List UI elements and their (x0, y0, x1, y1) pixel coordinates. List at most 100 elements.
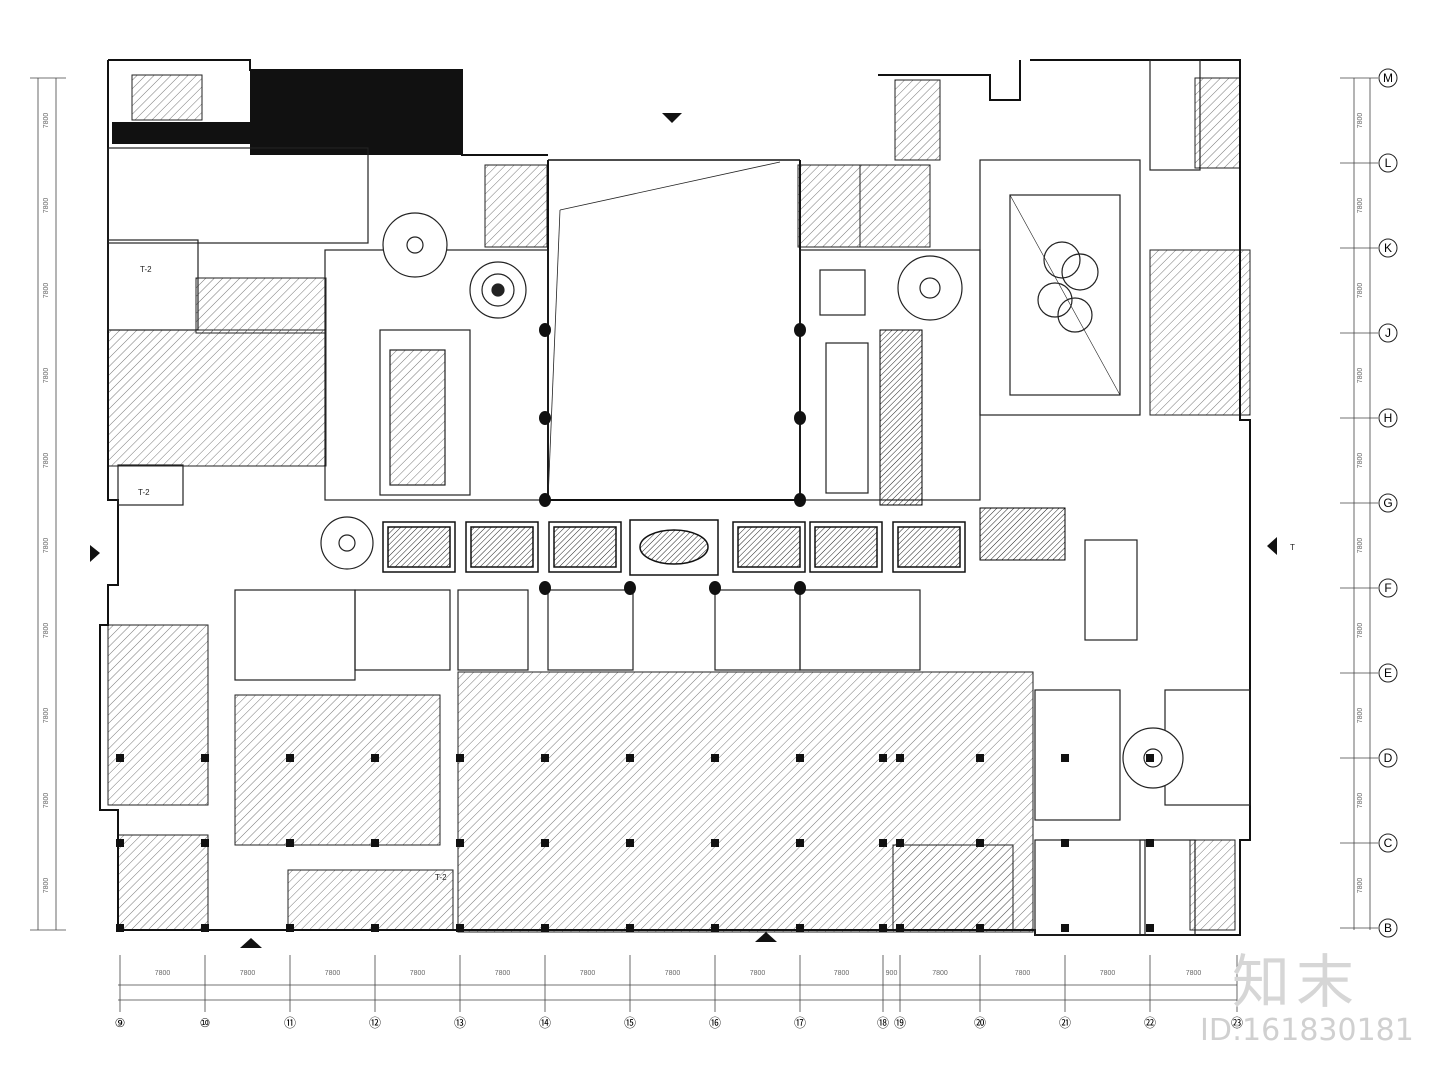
square-column (626, 839, 634, 847)
row-axis-label: M (1383, 71, 1393, 85)
dimension-label: 7800 (1357, 878, 1364, 894)
dimension-label: 7800 (1357, 368, 1364, 384)
square-column (879, 839, 887, 847)
square-column (1061, 924, 1069, 932)
square-column (116, 924, 124, 932)
square-column (711, 924, 719, 932)
round-column (794, 323, 806, 337)
square-column (541, 839, 549, 847)
square-column (371, 839, 379, 847)
dimension-label: 7800 (43, 283, 50, 299)
round-column (794, 493, 806, 507)
corridor-panels (382, 519, 966, 576)
dimension-label: 7800 (580, 970, 596, 977)
round-column (624, 581, 636, 595)
dimension-label: 7800 (1186, 970, 1202, 977)
square-column (541, 754, 549, 762)
row-axis-label: E (1384, 666, 1392, 680)
square-column (201, 839, 209, 847)
dimension-label: 7800 (410, 970, 426, 977)
column-axis-label: ⑭ (539, 1016, 551, 1030)
square-column (976, 924, 984, 932)
hatched-zones (107, 74, 1251, 933)
dimension-label: 7800 (1357, 623, 1364, 639)
dimension-label: 7800 (665, 970, 681, 977)
round-column (709, 581, 721, 595)
square-column (796, 839, 804, 847)
dimension-label: 7800 (43, 708, 50, 724)
row-axis-bubble (1378, 238, 1398, 258)
square-column (896, 839, 904, 847)
north-entry-arrow (662, 113, 682, 123)
dimension-label: 7800 (1357, 538, 1364, 554)
room-label: T-2 (138, 488, 150, 497)
dimension-label: 7800 (750, 970, 766, 977)
square-column (879, 754, 887, 762)
watermark-logo: 知末 (1232, 948, 1361, 1016)
column-axis-label: ⑫ (369, 1016, 381, 1030)
dimension-label: 7800 (1357, 113, 1364, 129)
dimension-label: 7800 (43, 538, 50, 554)
round-column (539, 323, 551, 337)
square-column (286, 839, 294, 847)
square-column (879, 924, 887, 932)
column-axis-label: ㉒ (1144, 1016, 1156, 1030)
south-entry-arrow-left (240, 938, 262, 948)
dimension-label: 900 (886, 970, 898, 977)
row-axis-label: F (1384, 581, 1391, 595)
room-label: T-2 (140, 265, 152, 274)
dimension-label: 7800 (932, 970, 948, 977)
square-column (371, 924, 379, 932)
column-axis-label: ⑪ (284, 1016, 296, 1030)
round-column (539, 493, 551, 507)
dimension-label: 7800 (43, 453, 50, 469)
dimension-label: 7800 (43, 198, 50, 214)
interior-partitions (107, 59, 1251, 936)
square-column (1146, 754, 1154, 762)
column-axis-label: ⑨ (115, 1016, 126, 1030)
round-column (539, 411, 551, 425)
column-axis-label: ⑱ (877, 1016, 889, 1030)
south-entry-arrow-right (755, 932, 777, 942)
square-column (456, 754, 464, 762)
column-axis-label: ⑯ (709, 1016, 721, 1030)
dimension-label: 7800 (43, 368, 50, 384)
dimension-label: 7800 (1357, 708, 1364, 724)
column-axis-label: ⑲ (894, 1016, 906, 1030)
row-axis-label: H (1384, 411, 1393, 425)
square-column (796, 754, 804, 762)
room-labels: T-2 T-2 T-2 T (138, 265, 1295, 882)
row-axis-label: K (1384, 241, 1392, 255)
row-axis-bubble (1378, 918, 1398, 938)
dimension-labels: 7800 7800 7800 7800 7800 7800 7800 7800 7800 900 7… (43, 113, 1364, 977)
square-column (201, 924, 209, 932)
dimension-label: 7800 (43, 113, 50, 129)
row-axis-bubble (1378, 748, 1398, 768)
square-column (1146, 839, 1154, 847)
west-entry-arrow (90, 545, 100, 562)
round-column (539, 581, 551, 595)
dimension-label: 7800 (43, 878, 50, 894)
dimension-label: 7800 (1015, 970, 1031, 977)
column-axis-label: ⑳ (974, 1016, 986, 1030)
square-column (1061, 839, 1069, 847)
dimension-label: 7800 (1357, 198, 1364, 214)
direction-arrows (90, 113, 1277, 948)
row-axis-label: B (1384, 921, 1392, 935)
room-label: T (1290, 543, 1295, 552)
square-column (976, 839, 984, 847)
dimension-lines (30, 77, 1371, 1001)
row-axis-bubble (1378, 408, 1398, 428)
dimension-label: 7800 (240, 970, 256, 977)
row-axis-label: L (1385, 156, 1392, 170)
dimension-label: 7800 (1357, 453, 1364, 469)
column-axis-label: ⑩ (200, 1016, 211, 1030)
building-walls (99, 59, 1251, 936)
square-column (711, 754, 719, 762)
square-column (371, 754, 379, 762)
square-column (626, 754, 634, 762)
square-column (286, 924, 294, 932)
dimension-label: 7800 (1357, 283, 1364, 299)
square-column (116, 754, 124, 762)
